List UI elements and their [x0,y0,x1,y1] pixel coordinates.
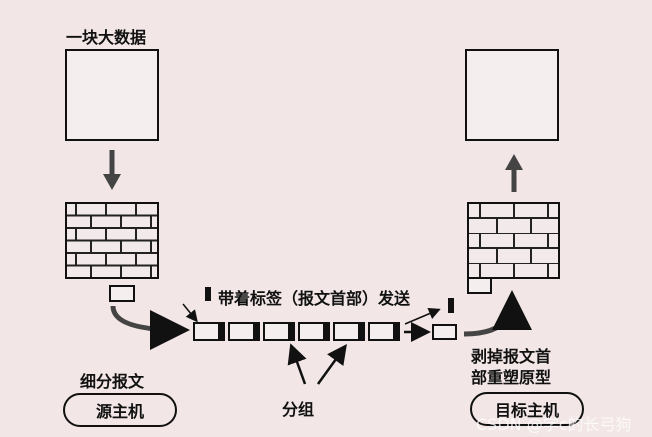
source-data-label: 一块大数据 [66,28,147,47]
stripped-packet [432,324,457,340]
packet-row [193,322,400,341]
source-brick-wall [65,202,159,279]
destination-host-label: 目标主机 [470,392,584,426]
tag-legend-icon [205,287,211,301]
transmission-label: 带着标签（报文首部）发送 [218,289,411,308]
detached-brick [109,285,135,302]
destination-brick-wall [467,202,560,279]
packets-label: 分组 [282,400,315,419]
pointer-arrow-icon [287,343,307,385]
watermark: CSDN @学c的长弓狗 [476,415,632,434]
destination-step-label-1: 剥掉报文首 [471,347,552,366]
destination-data-block [465,49,559,141]
source-host-label: 源主机 [63,393,177,427]
packet [298,322,330,341]
pointer-arrow-icon [316,343,347,385]
strip-tag-arrow-icon [404,307,441,325]
packet [263,322,295,341]
packet [333,322,365,341]
last-brick [467,277,492,294]
up-arrow-icon [505,154,523,192]
packet [193,322,225,341]
curved-arrow-icon [110,305,190,350]
down-arrow-icon [103,150,121,190]
source-step-label: 细分报文 [80,372,145,391]
packet [228,322,260,341]
curved-up-arrow-icon [463,290,532,337]
tag-arrow-icon [182,303,198,323]
source-data-block [65,49,159,141]
stripped-tag [448,298,454,313]
packet [368,322,400,341]
destination-step-label-2: 部重塑原型 [471,368,552,387]
